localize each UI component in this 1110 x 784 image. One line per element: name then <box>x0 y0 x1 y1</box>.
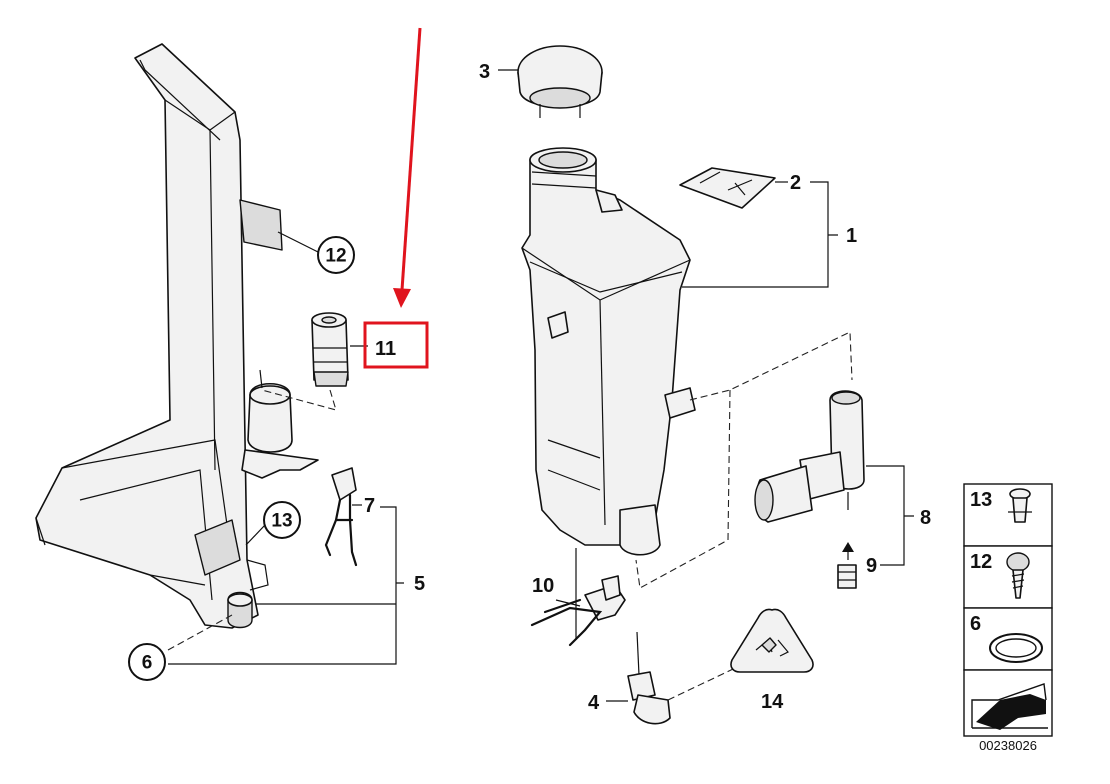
leader-12 <box>277 231 319 253</box>
bracket-1 <box>682 181 838 288</box>
callout-9: 9 <box>866 555 877 577</box>
document-number: 00238026 <box>979 738 1037 753</box>
part-11-coupling <box>261 312 349 411</box>
part-6-grommet <box>167 591 253 651</box>
part-2-label <box>679 167 776 209</box>
part-14-warning-label <box>730 608 814 673</box>
highlight-arrow <box>393 27 422 308</box>
highlight-box-11 <box>363 321 429 369</box>
bracket-8 <box>866 465 914 566</box>
leader-10 <box>555 599 581 607</box>
legend-12-label: 12 <box>970 551 992 573</box>
callout-14: 14 <box>761 691 784 713</box>
callout-1: 1 <box>846 225 857 247</box>
bracket-mount <box>241 369 319 479</box>
svg-text:6: 6 <box>142 653 153 674</box>
callout-10: 10 <box>532 575 554 597</box>
part-4-level-sensor <box>627 631 753 725</box>
callout-3: 3 <box>479 61 490 83</box>
bracket-5 <box>168 506 404 665</box>
callout-12: 12 <box>317 236 355 274</box>
hose-dashed-route-2 <box>635 389 731 589</box>
callout-4: 4 <box>588 692 600 714</box>
hose-dashed-route <box>689 331 853 401</box>
callout-13: 13 <box>263 501 301 539</box>
svg-text:12: 12 <box>325 246 346 267</box>
callout-2: 2 <box>790 172 801 194</box>
screw-icon <box>1006 552 1030 599</box>
legend-13-label: 13 <box>970 489 992 511</box>
callout-7: 7 <box>364 495 375 517</box>
callout-5: 5 <box>414 573 425 595</box>
part-8-hose-connector <box>754 390 865 523</box>
part-7-clip <box>324 467 358 567</box>
callout-11: 11 <box>375 338 396 360</box>
part-9-bleed-screw <box>837 542 857 589</box>
callout-6: 6 <box>128 643 166 681</box>
part-10-wire-clip <box>530 548 626 647</box>
leader-13 <box>245 524 266 546</box>
fastener-legend: 13 12 6 <box>963 483 1053 737</box>
callout-8: 8 <box>920 507 931 529</box>
mounting-bracket <box>35 43 283 629</box>
direction-arrow-icon <box>971 683 1048 730</box>
expanding-rivet-icon <box>1008 488 1032 523</box>
part-1-expansion-tank <box>521 147 696 556</box>
svg-text:13: 13 <box>271 511 292 532</box>
o-ring-icon <box>989 633 1043 663</box>
legend-6-label: 6 <box>970 613 981 635</box>
part-3-cap <box>517 45 603 118</box>
